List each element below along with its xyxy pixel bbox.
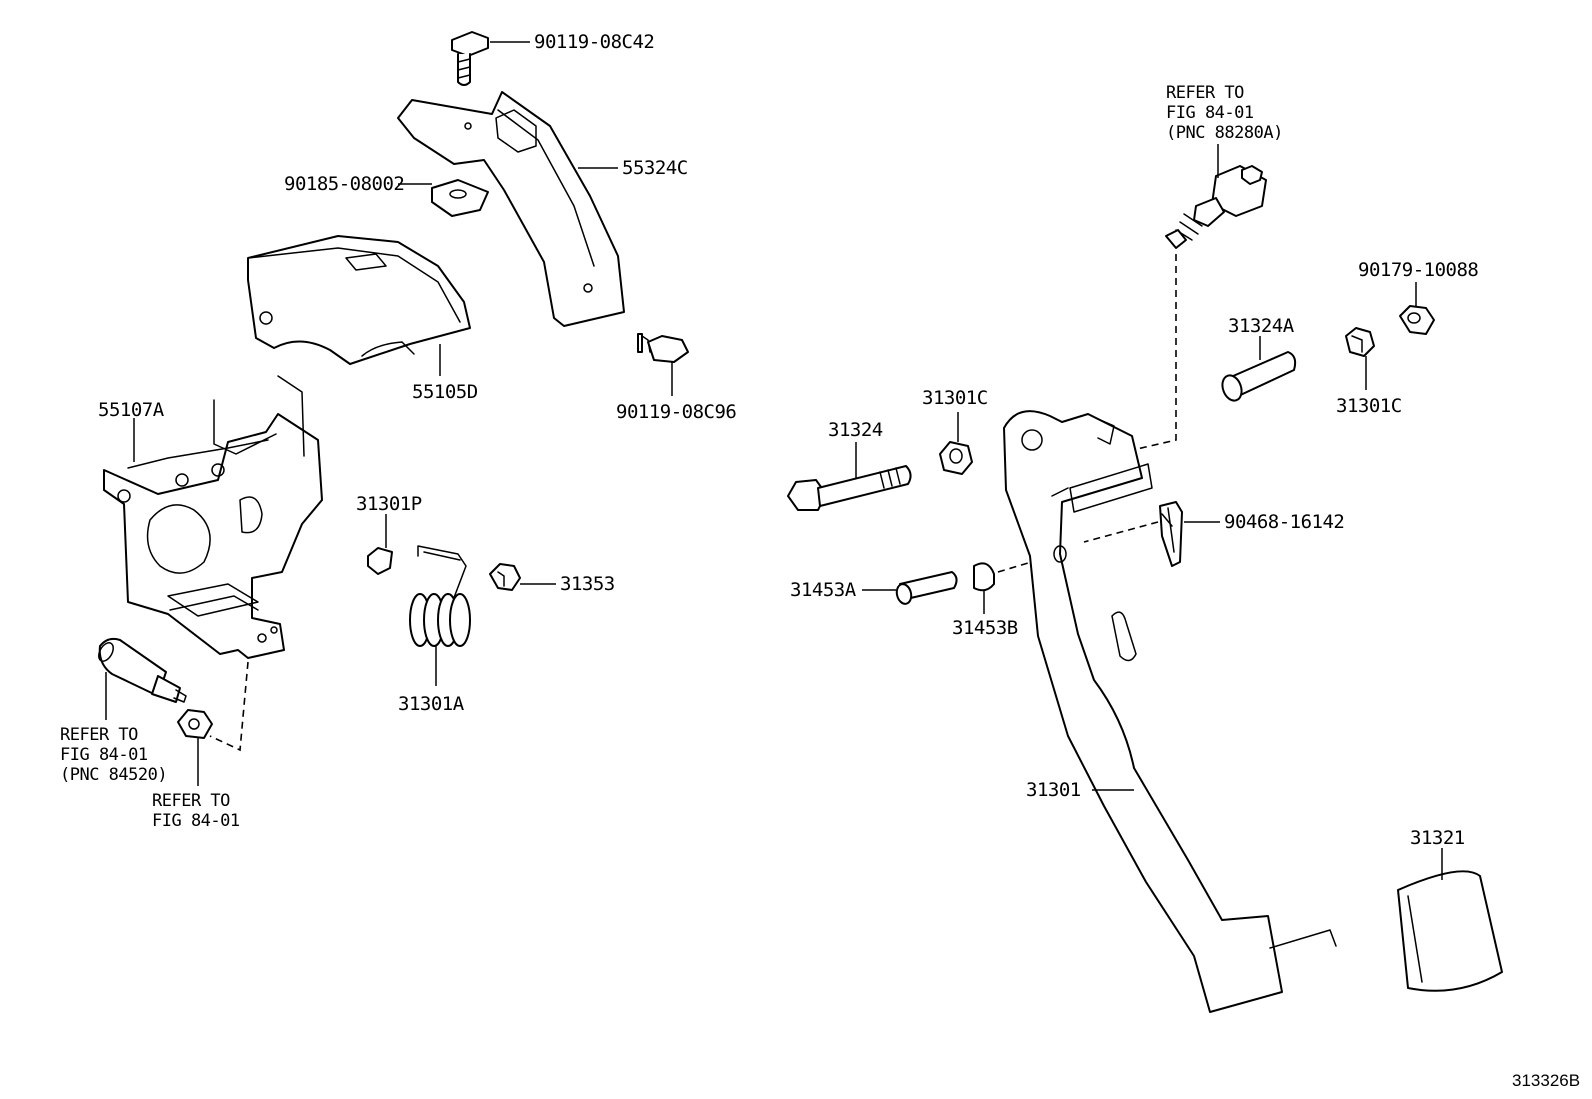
pad-31321 — [1397, 870, 1503, 992]
dashed-link-switch — [1123, 254, 1177, 453]
label-31453B: 31453B — [952, 617, 1018, 639]
label-90119-08C96: 90119-08C96 — [616, 401, 736, 423]
bracket-55324C — [397, 91, 625, 327]
nut-left — [177, 709, 213, 739]
bushing-31301C-mid — [939, 441, 973, 475]
stop-lamp-switch-right — [1165, 165, 1267, 249]
label-31321: 31321 — [1410, 827, 1465, 849]
label-31301C-mid: 31301C — [922, 387, 988, 409]
cover-55105D — [247, 235, 471, 365]
label-31301A: 31301A — [398, 693, 465, 715]
pin-31453A — [895, 571, 958, 605]
label-31453A: 31453A — [790, 579, 857, 601]
dashed-link-left — [209, 661, 249, 752]
nut-90179-10088 — [1399, 305, 1435, 335]
label-31324: 31324 — [828, 419, 883, 441]
label-90185-08002: 90185-08002 — [284, 173, 404, 195]
label-31301: 31301 — [1026, 779, 1081, 801]
dashed-link-clip — [1083, 521, 1159, 543]
ref2-line1: REFER TO — [152, 791, 230, 811]
figure-id: 313326B — [1512, 1071, 1580, 1090]
label-ref2: REFER TO FIG 84-01 — [152, 791, 240, 831]
dashed-link-pin — [997, 559, 1039, 573]
bolt-31324 — [787, 465, 912, 511]
label-ref1: REFER TO FIG 84-01 (PNC 84520) — [60, 725, 167, 785]
ref3-line2: FIG 84-01 — [1166, 103, 1254, 123]
ref1-line1: REFER TO — [60, 725, 138, 745]
label-55324C: 55324C — [622, 157, 688, 179]
clip-90468-16142 — [1159, 501, 1183, 567]
ref1-line2: FIG 84-01 — [60, 745, 148, 765]
label-ref3: REFER TO FIG 84-01 (PNC 88280A) — [1166, 83, 1283, 143]
ref3-line1: REFER TO — [1166, 83, 1244, 103]
label-90468-16142: 90468-16142 — [1224, 511, 1344, 533]
clip-90185-08002 — [431, 179, 489, 217]
spring-31301A — [409, 545, 471, 647]
ref3-line3: (PNC 88280A) — [1166, 123, 1283, 143]
label-31353: 31353 — [560, 573, 615, 595]
bracket-55107A — [103, 375, 323, 659]
label-90119-08C42: 90119-08C42 — [534, 31, 654, 53]
collar-31324A — [1221, 351, 1297, 402]
bolt-90119-08C96 — [637, 333, 689, 363]
label-31301C-right: 31301C — [1336, 395, 1402, 417]
label-90179-10088: 90179-10088 — [1358, 259, 1478, 281]
label-55107A: 55107A — [98, 399, 165, 421]
ref1-line3: (PNC 84520) — [60, 765, 167, 785]
cap-31453B — [973, 562, 995, 592]
label-31324A: 31324A — [1228, 315, 1295, 337]
clip-31301P — [367, 547, 393, 575]
ref2-line2: FIG 84-01 — [152, 811, 240, 831]
label-31301P: 31301P — [356, 493, 422, 515]
label-55105D: 55105D — [412, 381, 478, 403]
stop-lamp-switch-left — [98, 637, 187, 703]
bushing-31301C-right — [1345, 327, 1375, 357]
pedal-31301 — [1003, 410, 1337, 1013]
bolt-90119-08C42 — [451, 31, 489, 86]
bushing-31353 — [489, 563, 521, 591]
